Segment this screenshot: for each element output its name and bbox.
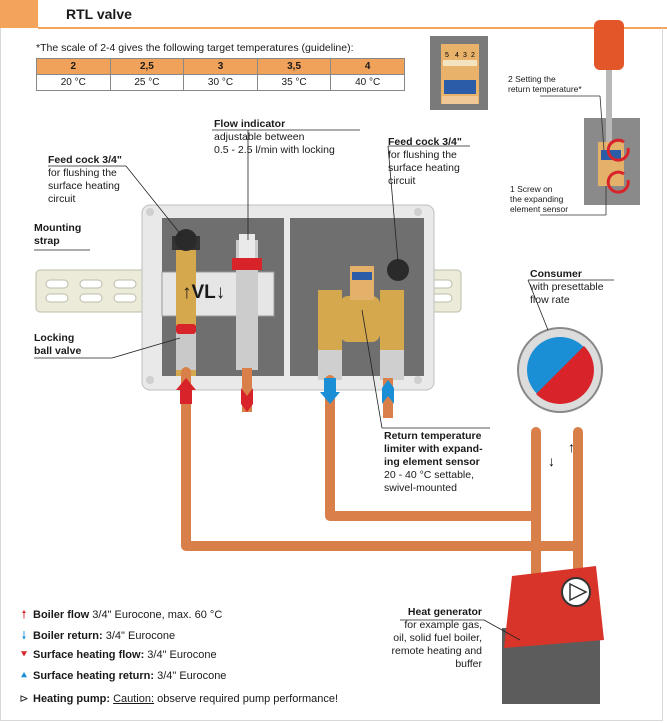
svg-text:↑: ↑	[568, 439, 575, 455]
callout-text: circuit	[388, 175, 416, 187]
callout-text: the expanding	[510, 194, 564, 204]
callout-text: adjustable between	[214, 131, 305, 143]
legend-item: ⯆ Surface heating flow: 3/4" Eurocone	[18, 649, 217, 662]
legend-label: Surface heating flow:	[33, 649, 145, 661]
legend-text: 3/4" Eurocone	[144, 649, 217, 661]
callout-title: Flow indicator	[214, 118, 286, 130]
red-up-arrow-icon: 🠕	[21, 609, 27, 621]
flow-indicator-callout: Flow indicator adjustable between 0.5 - …	[214, 118, 335, 157]
scale-settings-row: 2 2,5 3 3,5 4	[36, 58, 405, 75]
callout-text: 2 Setting the	[508, 74, 556, 84]
caution-label: Caution:	[113, 693, 155, 705]
mounting-strap-callout: Mounting strap	[34, 222, 81, 248]
setting-return-callout: 2 Setting the return temperature*	[508, 74, 582, 94]
scale-setting: 3,5	[256, 58, 332, 75]
feed-cock-right-callout: Feed cock 3/4" for flushing the surface …	[388, 136, 462, 188]
legend-item: 🠗 Boiler return: 3/4" Eurocone	[18, 627, 175, 646]
callout-text: remote heating and	[391, 645, 482, 657]
dial-mark: 3	[463, 52, 467, 59]
callout-title: Mounting	[34, 222, 82, 234]
callout-text: for example gas,	[404, 619, 482, 631]
dial-mark: 2	[471, 52, 475, 59]
callout-text: return temperature*	[508, 84, 582, 94]
callout-text: flow rate	[530, 294, 570, 306]
legend-item: ⯅ Surface heating return: 3/4" Eurocone	[18, 670, 227, 683]
callout-title: ing element sensor	[384, 456, 480, 468]
callout-title: limiter with expand-	[384, 443, 483, 455]
callout-title: Return temperature	[384, 430, 482, 442]
legend-text: 3/4" Eurocone	[154, 670, 227, 682]
callout-text: oil, solid fuel boiler,	[393, 632, 482, 644]
title-underline	[38, 27, 667, 29]
feed-cock-left-callout: Feed cock 3/4" for flushing the surface …	[48, 154, 122, 206]
blue-up-chevron-icon: ⯅	[19, 670, 29, 682]
screw-sensor-callout: 1 Screw on the expanding element sensor	[510, 184, 568, 214]
legend-text: 3/4" Eurocone	[102, 630, 176, 642]
callout-title: Feed cock 3/4"	[48, 154, 122, 166]
scale-temperature-row: 20 °C 25 °C 30 °C 35 °C 40 °C	[36, 74, 405, 91]
callout-text: with presettable	[530, 281, 604, 293]
callout-text: surface heating	[48, 180, 120, 192]
scale-temperature: 30 °C	[183, 74, 258, 91]
diagram-frame	[0, 28, 663, 721]
red-down-chevron-icon: ⯆	[19, 649, 29, 661]
manifold-label: ↑VL↓	[182, 282, 226, 303]
callout-text: element sensor	[510, 204, 569, 214]
callout-title: Consumer	[530, 268, 582, 280]
scale-note: *The scale of 2-4 gives the following ta…	[36, 42, 354, 54]
pump-icon: ⊳	[19, 693, 29, 705]
callout-title: ball valve	[34, 345, 82, 357]
return-limiter-callout: Return temperature limiter with expand- …	[384, 430, 483, 495]
callout-text: circuit	[48, 193, 76, 205]
legend-label: Surface heating return:	[33, 670, 155, 682]
callout-text: for flushing the	[48, 167, 117, 179]
screwdriver-inset	[540, 20, 640, 216]
legend-item: 🠕 Boiler flow 3/4" Eurocone, max. 60 °C	[18, 606, 223, 625]
page-title: RTL valve	[66, 6, 132, 22]
callout-text: swivel-mounted	[384, 482, 457, 494]
pump-label: Heating pump:	[33, 693, 110, 705]
surface-return-chevron	[382, 380, 394, 404]
callout-text: 0.5 - 2.5 l/min with locking	[214, 144, 335, 156]
boiler-flow-arrow	[176, 378, 196, 404]
pump-note: ⊳ Heating pump: Caution: observe required…	[18, 692, 338, 705]
callout-title: Locking	[34, 332, 75, 344]
legend-label: Boiler flow	[33, 609, 90, 621]
callout-text: for flushing the	[388, 149, 457, 161]
blue-down-arrow-icon: 🠗	[21, 630, 27, 642]
callout-title: Heat generator	[407, 606, 482, 618]
heat-generator-callout: Heat generator for example gas, oil, sol…	[380, 606, 482, 671]
legend-text: 3/4" Eurocone, max. 60 °C	[89, 609, 223, 621]
scale-temperature: 40 °C	[330, 74, 405, 91]
callout-text: surface heating	[388, 162, 460, 174]
dial-mark: 5	[445, 52, 449, 59]
callout-title: strap	[34, 235, 60, 247]
boiler-return-arrow	[320, 378, 340, 404]
dial-inset: 5 4 3 2	[430, 36, 488, 110]
callout-title: Feed cock 3/4"	[388, 136, 462, 148]
callout-text: 20 - 40 °C settable,	[384, 469, 474, 481]
pump-text: observe required pump performance!	[154, 693, 339, 705]
scale-setting: 2,5	[109, 58, 185, 75]
consumer-callout: Consumer with presettable flow rate	[530, 268, 604, 307]
legend-label: Boiler return:	[33, 630, 103, 642]
scale-table: 2 2,5 3 3,5 4 20 °C 25 °C 30 °C 35 °C 40…	[36, 58, 405, 91]
surface-flow-chevron	[241, 388, 253, 412]
title-accent-bar	[0, 0, 38, 28]
callout-text: buffer	[455, 658, 482, 670]
dial-mark: 4	[455, 52, 459, 59]
svg-text:↓: ↓	[548, 453, 555, 469]
locking-ball-valve-callout: Locking ball valve	[34, 332, 81, 358]
heat-generator	[502, 566, 604, 704]
callout-text: 1 Screw on	[510, 184, 553, 194]
